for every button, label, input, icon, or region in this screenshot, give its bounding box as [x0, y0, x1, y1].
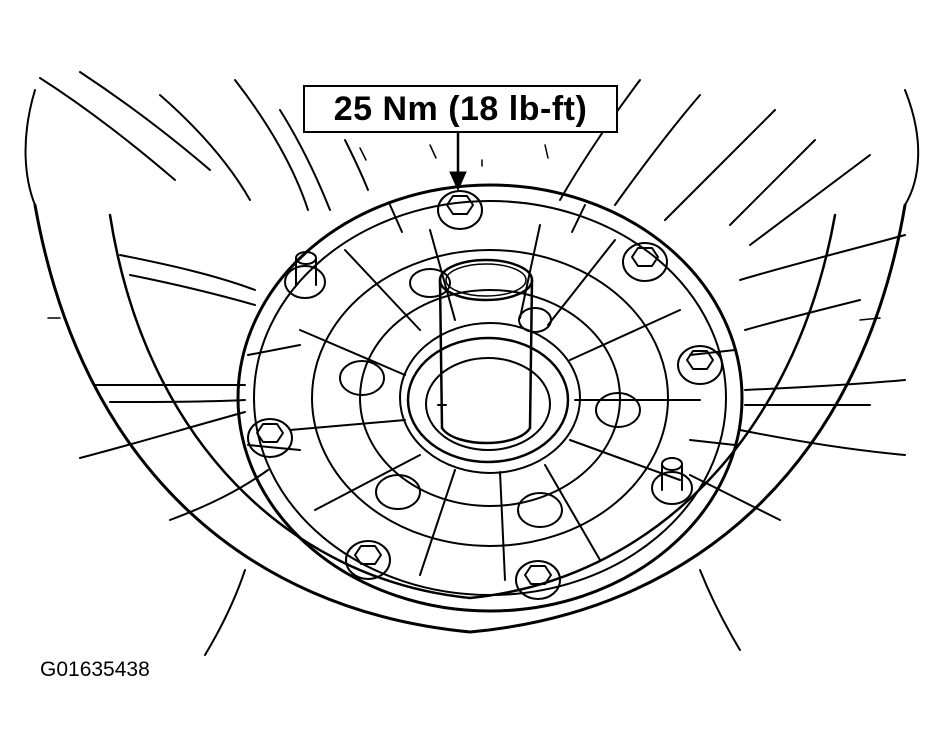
- turbine-vanes: [39, 71, 906, 656]
- torque-spec-label: 25 Nm (18 lb-ft): [333, 89, 588, 128]
- torque-callout: 25 Nm (18 lb-ft): [303, 85, 618, 133]
- bolt-upper-right: [622, 242, 668, 282]
- callout-arrow: [449, 131, 467, 192]
- figure-id: G01635438: [40, 658, 150, 681]
- hub-plate: [236, 183, 744, 613]
- hub-studs: [284, 251, 693, 505]
- hub-ribs: [247, 204, 736, 581]
- input-shaft: [437, 258, 534, 445]
- stud-upper-left: [284, 251, 326, 299]
- bolt-right: [677, 345, 723, 385]
- bolt-lower-left: [345, 540, 391, 580]
- hub-bolts: [247, 190, 723, 600]
- bolt-left: [247, 418, 293, 458]
- converter-housing: [24, 89, 920, 634]
- hub-cavities: [339, 268, 641, 528]
- bolt-top: [437, 190, 483, 230]
- bolt-bottom: [515, 560, 561, 600]
- stud-lower-right: [651, 457, 693, 505]
